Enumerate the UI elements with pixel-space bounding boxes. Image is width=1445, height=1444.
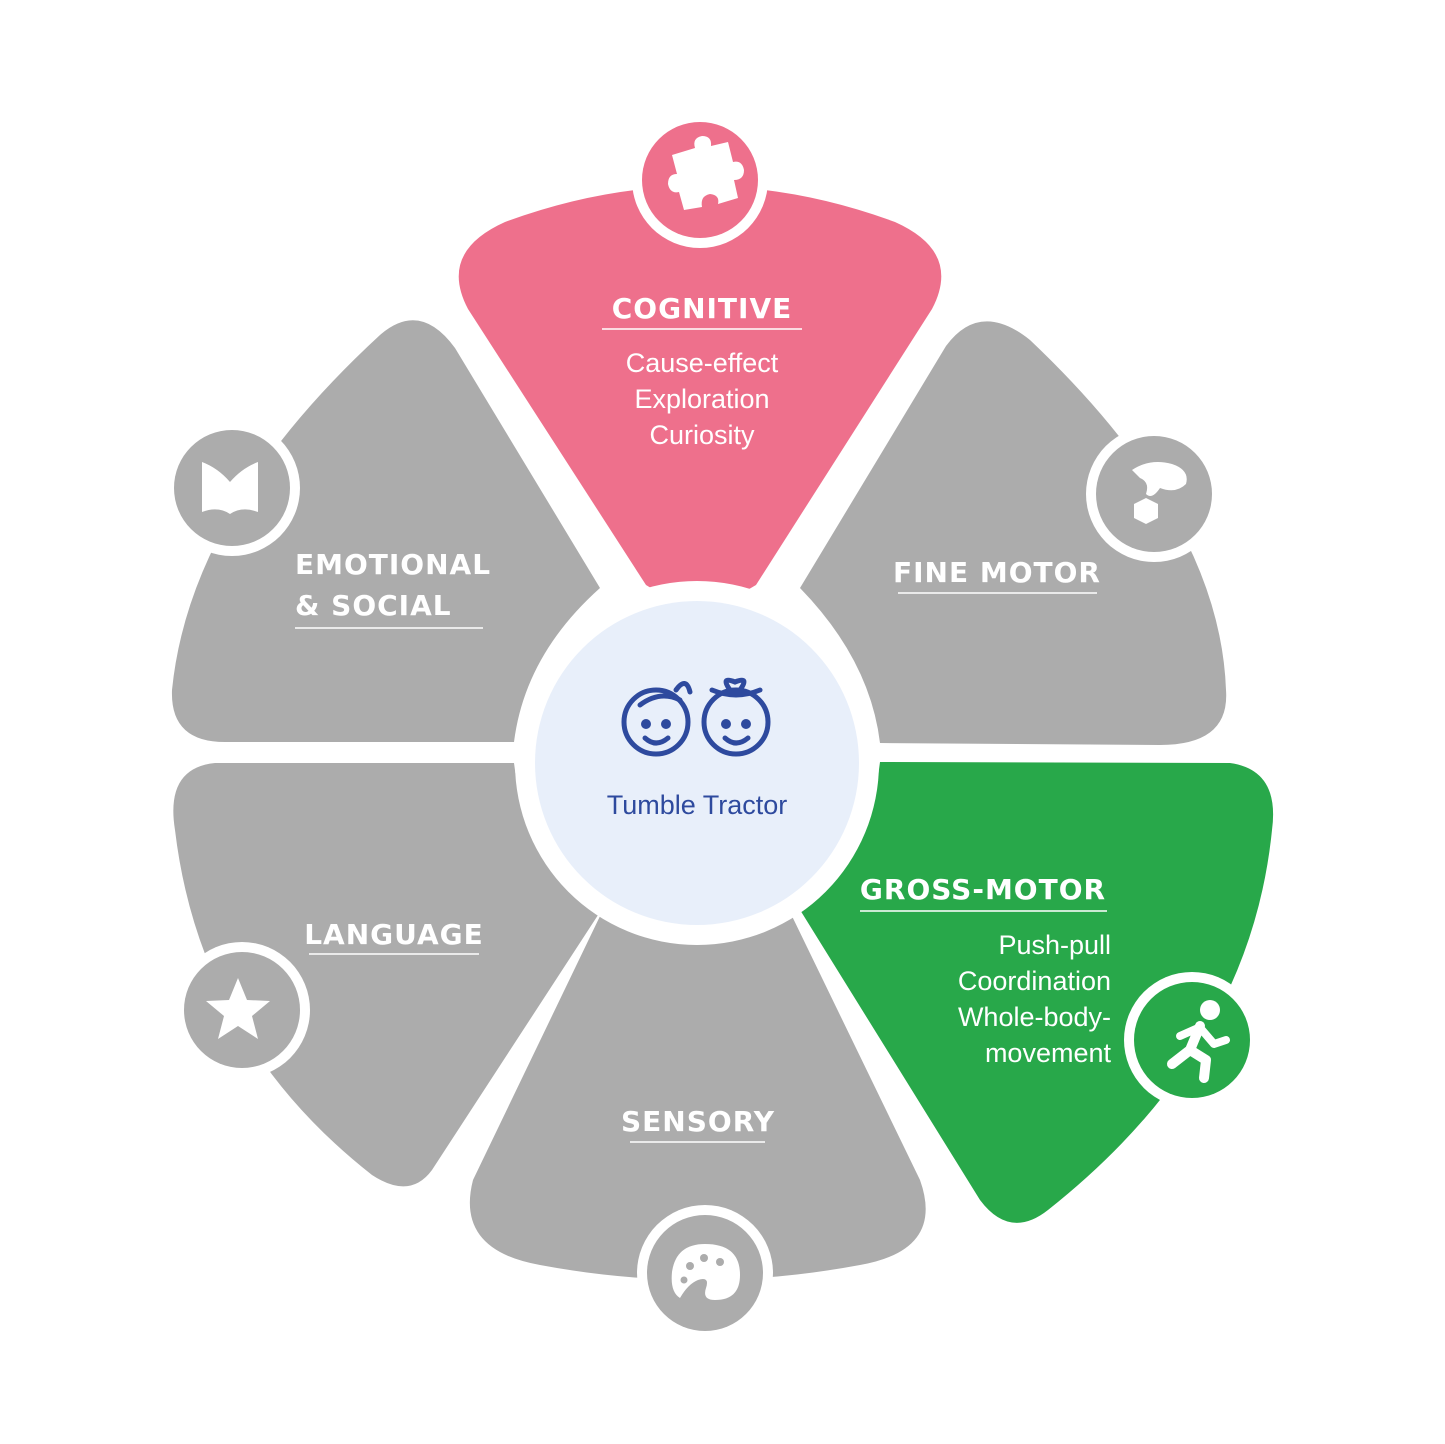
center-label: Tumble Tractor xyxy=(607,790,788,820)
open-book-icon xyxy=(202,462,258,514)
cognitive-icon-badge[interactable] xyxy=(632,112,768,248)
petal-gross-motor-line-3: Whole-body- xyxy=(958,1002,1111,1032)
petal-gross-motor-line-4: movement xyxy=(985,1038,1112,1068)
petal-emotional-social[interactable] xyxy=(171,320,601,742)
running-person-icon xyxy=(1167,1000,1230,1083)
petal-gross-motor[interactable] xyxy=(797,762,1274,1223)
paint-palette-icon xyxy=(671,1244,740,1300)
fine-motor-icon-badge[interactable] xyxy=(1086,426,1222,562)
sensory-icon-badge[interactable] xyxy=(637,1205,773,1341)
petal-cognitive-line-2: Exploration xyxy=(634,384,769,414)
gross-motor-icon-badge[interactable] xyxy=(1124,972,1260,1108)
petal-fine-motor[interactable] xyxy=(800,321,1227,745)
petal-fine-motor-title: FINE MOTOR xyxy=(893,556,1101,589)
petal-gross-motor-line-1: Push-pull xyxy=(998,930,1111,960)
center-hub[interactable] xyxy=(535,601,859,925)
petal-language[interactable] xyxy=(173,763,600,1187)
petal-language-title: LANGUAGE xyxy=(304,918,484,951)
petal-emotional-social-title-1: EMOTIONAL xyxy=(295,548,491,581)
hand-picking-block-icon xyxy=(1132,462,1187,524)
petal-cognitive-title: COGNITIVE xyxy=(612,292,793,325)
petal-cognitive-line-3: Curiosity xyxy=(649,420,755,450)
petal-cognitive-line-1: Cause-effect xyxy=(626,348,779,378)
emotional-social-icon-badge[interactable] xyxy=(164,420,300,556)
language-icon-badge[interactable] xyxy=(174,942,310,1078)
two-kids-faces-icon xyxy=(621,677,771,757)
petal-gross-motor-line-2: Coordination xyxy=(958,966,1111,996)
petal-sensory-title: SENSORY xyxy=(621,1105,775,1138)
petal-sensory[interactable] xyxy=(469,912,926,1280)
petal-gross-motor-title: GROSS-MOTOR xyxy=(860,873,1106,906)
puzzle-piece-icon xyxy=(668,136,744,210)
star-icon xyxy=(206,978,270,1039)
petal-cognitive[interactable] xyxy=(458,186,942,603)
petal-emotional-social-title-2: & SOCIAL xyxy=(295,589,452,622)
